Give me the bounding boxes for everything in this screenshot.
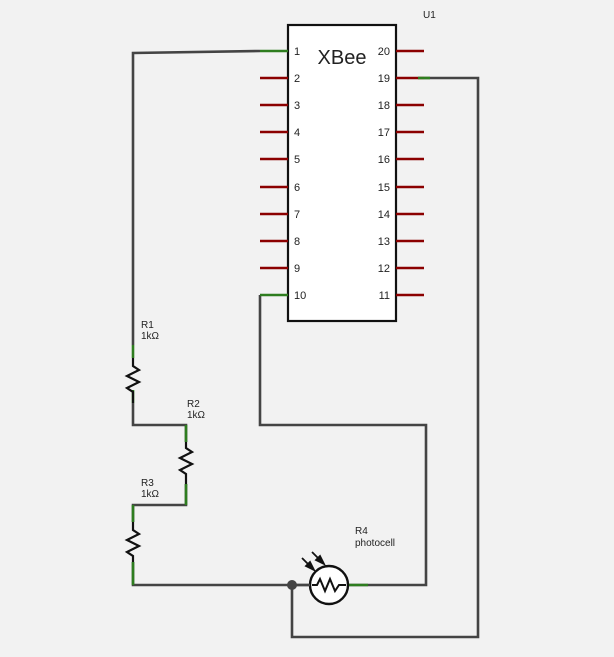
wire-r3-to-photocell <box>131 562 310 587</box>
pin-20-label: 20 <box>378 46 390 58</box>
pin-2-label: 2 <box>294 73 300 85</box>
r3-value-label: 1kΩ <box>141 489 160 500</box>
r4-value-label: photocell <box>355 538 395 549</box>
resistor-r2-symbol <box>177 442 195 484</box>
pin-13-label: 13 <box>378 236 390 248</box>
r2-ref-label: R2 <box>187 399 200 410</box>
wire-pin10-to-photocell <box>258 295 428 587</box>
pin-18-label: 18 <box>378 100 390 112</box>
light-arrows-icon <box>301 551 327 573</box>
chip-title: XBee <box>318 47 367 69</box>
right-pin-column: 20 19 18 17 16 15 14 13 12 11 <box>378 46 430 302</box>
pin-4-label: 4 <box>294 127 300 139</box>
left-pin-column: 1 2 3 4 5 6 7 8 9 10 <box>260 46 306 302</box>
pin-16-label: 16 <box>378 154 390 166</box>
pin-8-label: 8 <box>294 236 300 248</box>
connection-highlights <box>131 345 368 587</box>
r4-ref-label: R4 <box>355 526 368 537</box>
pin-3-label: 3 <box>294 100 300 112</box>
pin-9-label: 9 <box>294 263 300 275</box>
pin-19-label: 19 <box>378 73 390 85</box>
wire-pin1-to-r1 <box>131 49 261 345</box>
resistor-r1-symbol <box>124 358 142 403</box>
r1-ref-label: R1 <box>141 320 154 331</box>
pin-14-label: 14 <box>378 209 390 221</box>
pin-11-label: 11 <box>379 290 390 302</box>
pin-12-label: 12 <box>378 263 390 275</box>
wire-pin19-to-junction <box>290 76 480 639</box>
resistor-r3-symbol <box>124 522 142 562</box>
chip-designator: U1 <box>423 10 436 21</box>
r3-ref-label: R3 <box>141 478 154 489</box>
pin-5-label: 5 <box>294 154 300 166</box>
pin-6-label: 6 <box>294 182 300 194</box>
r1-value-label: 1kΩ <box>141 331 160 342</box>
pin-17-label: 17 <box>378 127 390 139</box>
pin-10-label: 10 <box>294 290 306 302</box>
r2-value-label: 1kΩ <box>187 410 206 421</box>
xbee-chip-body[interactable] <box>286 23 398 323</box>
wire-r1-to-r2 <box>131 403 188 442</box>
pin-7-label: 7 <box>294 209 300 221</box>
pin-15-label: 15 <box>378 182 390 194</box>
pin-1-label: 1 <box>294 46 300 58</box>
photocell-symbol <box>292 551 350 606</box>
